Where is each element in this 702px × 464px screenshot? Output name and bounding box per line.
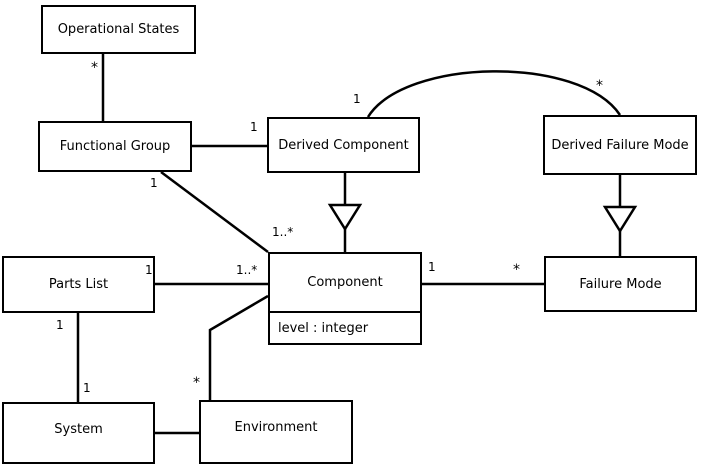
class-name-derived-component: Derived Component [278,137,409,153]
class-box-derived-component[interactable]: Derived Component [267,117,420,173]
class-name-environment: Environment [234,419,318,435]
multiplicity-operational-states-functional-group: * [91,60,98,76]
class-box-functional-group[interactable]: Functional Group [38,121,192,172]
multiplicity-component-functional-group: 1..* [272,225,294,239]
class-box-component[interactable]: Component level : integer [268,252,422,345]
class-name-derived-failure-mode: Derived Failure Mode [551,137,689,153]
class-name-operational-states: Operational States [57,22,180,37]
class-box-system[interactable]: System [2,402,155,464]
generalization-triangle-failure-mode-icon [602,205,638,234]
multiplicity-functional-group-derived-component: 1 [250,120,258,134]
multiplicity-component-failure-mode: 1 [428,260,436,274]
generalization-triangle-component-icon [327,203,363,232]
class-name-component: Component [307,275,383,290]
connector-environment-component [208,294,269,400]
class-box-derived-failure-mode[interactable]: Derived Failure Mode [543,115,697,175]
class-box-environment[interactable]: Environment [199,400,353,464]
class-box-operational-states[interactable]: Operational States [41,5,196,54]
multiplicity-derived-failure-mode-arc: * [596,78,603,94]
multiplicity-parts-list-component: 1 [145,263,153,277]
class-box-failure-mode[interactable]: Failure Mode [544,256,697,312]
multiplicity-failure-mode-component: * [513,262,520,278]
class-attribute-component-level: level : integer [270,311,420,343]
multiplicity-functional-group-component: 1 [150,176,158,190]
class-name-failure-mode: Failure Mode [579,276,662,292]
multiplicity-component-parts-list: 1..* [236,263,258,277]
class-name-system: System [54,421,103,437]
class-box-parts-list[interactable]: Parts List [2,256,155,313]
connector-functional-group-component [160,170,269,254]
multiplicity-environment-component: * [193,375,200,391]
class-name-parts-list: Parts List [48,277,109,292]
connector-derived-component-derived-failure-mode [366,70,622,118]
class-name-functional-group: Functional Group [59,139,171,154]
multiplicity-parts-list-system: 1 [56,318,64,332]
multiplicity-system-parts-list: 1 [83,381,91,395]
multiplicity-derived-component-arc: 1 [353,92,361,106]
